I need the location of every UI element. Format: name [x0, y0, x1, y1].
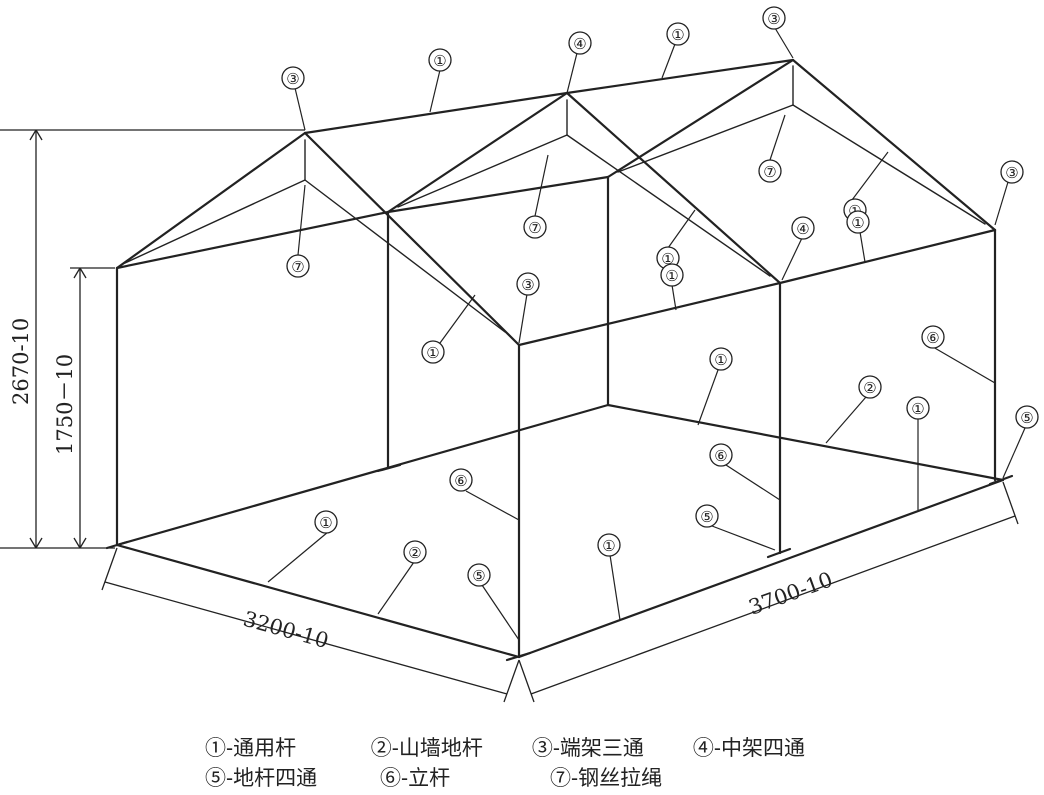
- callout-7-middle-wire: ⑦: [523, 215, 547, 239]
- wire-middle-right: [566, 134, 771, 277]
- ground-pole-front-left: [115, 543, 521, 659]
- callout-4-right-middle: ④: [791, 216, 815, 240]
- foot-right-middle: [766, 547, 792, 559]
- foot-front-center: [505, 651, 532, 662]
- callout-5-right-corner: ⑤: [1015, 405, 1039, 429]
- rafter-front-right: [303, 131, 521, 347]
- svg-text:③: ③: [521, 276, 534, 294]
- foot-right-corner: [988, 474, 1014, 486]
- callout-6-back-upright: ⑥: [921, 325, 945, 349]
- svg-text:①: ①: [911, 400, 924, 418]
- legend-item-end-frame-tee: ③-端架三通: [531, 736, 644, 760]
- svg-text:②: ②: [863, 379, 876, 397]
- foot-back-left: [376, 463, 402, 473]
- wire-middle-left: [397, 134, 568, 208]
- callout-1-right-ground: ①: [906, 396, 930, 420]
- svg-text:④: ④: [796, 220, 809, 238]
- eave-right-2: [778, 228, 997, 285]
- legend-item-common-pole: ①-通用杆: [205, 736, 297, 760]
- callout-3-front-apex: ③: [281, 66, 305, 90]
- callout-1-ridge-left: ①: [428, 48, 452, 72]
- wire-front-left: [124, 179, 306, 264]
- callout-7-front-wire: ⑦: [286, 254, 310, 278]
- legend-item-gable-ground-pole: ②-山墙地杆: [370, 736, 483, 760]
- svg-text:⑥: ⑥: [454, 472, 467, 490]
- ground-pole-back-left: [115, 403, 610, 547]
- callout-1-back-ground: ①: [709, 347, 733, 371]
- eave-front: [115, 210, 390, 270]
- wire-back-left: [617, 104, 794, 173]
- svg-text:②: ②: [408, 544, 421, 562]
- svg-text:①: ①: [851, 214, 864, 232]
- dim-total-height: 2670-10: [9, 318, 33, 405]
- dim-length: 3700-10: [746, 567, 836, 619]
- callout-leaders: [267, 27, 1026, 641]
- eave-back: [386, 175, 610, 214]
- eave-right-1: [517, 281, 782, 347]
- callout-5-right-middle: ⑤: [695, 504, 719, 528]
- callout-1-right-eave: ①: [846, 210, 870, 234]
- legend-item-steel-wire: ⑦-钢丝拉绳: [550, 766, 663, 790]
- ground-pole-back-right: [606, 403, 1005, 482]
- callout-1-front-ground: ①: [314, 510, 338, 534]
- svg-text:⑦: ⑦: [763, 163, 776, 181]
- svg-text:①: ①: [714, 351, 727, 369]
- dim-width: 3200-10: [241, 607, 332, 653]
- svg-text:④: ④: [573, 35, 586, 53]
- legend: ①-通用杆 ②-山墙地杆 ③-端架三通 ④-中架四通 ⑤-地杆四通 ⑥-立杆 ⑦…: [205, 733, 805, 793]
- callout-3-right-corner: ③: [1000, 160, 1024, 184]
- rafter-back-left: [606, 58, 795, 179]
- wire-back-right: [792, 104, 986, 225]
- callout-1-ridge-right: ①: [666, 22, 690, 46]
- callout-2-back-gable-ground: ②: [858, 375, 882, 399]
- svg-text:①: ①: [602, 537, 615, 555]
- foot-front-left: [105, 540, 129, 550]
- svg-text:⑥: ⑥: [926, 329, 939, 347]
- svg-text:③: ③: [767, 10, 780, 28]
- callout-1-front-rafter: ①: [421, 340, 445, 364]
- callout-6-right-middle-upright: ⑥: [709, 443, 733, 467]
- callout-1-front-eave: ①: [660, 263, 684, 287]
- ground-pole-front-right: [517, 478, 1005, 659]
- svg-text:⑤: ⑤: [1020, 409, 1033, 427]
- svg-text:③: ③: [1005, 164, 1018, 182]
- dimension-lines: [0, 129, 1019, 703]
- svg-text:⑦: ⑦: [291, 258, 304, 276]
- callout-6-front-upright: ⑥: [449, 468, 473, 492]
- ridge-1: [303, 91, 569, 135]
- callout-1-front-right-ground: ①: [597, 533, 621, 557]
- ridge-2: [565, 58, 795, 95]
- svg-text:⑦: ⑦: [528, 219, 541, 237]
- rafter-front-left: [115, 131, 307, 270]
- svg-text:①: ①: [671, 26, 684, 44]
- callout-7-back-wire: ⑦: [758, 159, 782, 183]
- legend-item-middle-frame-cross: ④-中架四通: [692, 736, 805, 760]
- svg-text:⑤: ⑤: [700, 508, 713, 526]
- svg-text:①: ①: [319, 514, 332, 532]
- svg-text:①: ①: [665, 267, 678, 285]
- tent-frame: [105, 58, 1014, 662]
- legend-row-1: ①-通用杆 ②-山墙地杆 ③-端架三通 ④-中架四通: [205, 733, 805, 763]
- svg-text:①: ①: [426, 344, 439, 362]
- legend-row-2: ⑤-地杆四通 ⑥-立杆 ⑦-钢丝拉绳: [205, 763, 805, 793]
- rafter-middle-right: [565, 91, 782, 285]
- svg-text:⑥: ⑥: [714, 447, 727, 465]
- legend-item-ground-cross: ⑤-地杆四通: [205, 766, 318, 790]
- callout-4-ridge-middle: ④: [568, 31, 592, 55]
- callout-2-front-gable-ground: ②: [403, 540, 427, 564]
- rafter-middle-left: [386, 91, 569, 214]
- wire-front-right: [304, 179, 506, 333]
- callout-5-front-corner: ⑤: [467, 563, 491, 587]
- svg-text:③: ③: [286, 70, 299, 88]
- rafter-back-right: [791, 58, 997, 232]
- dim-wall-height: 1750－10: [53, 354, 77, 455]
- svg-text:⑤: ⑤: [472, 567, 485, 585]
- svg-text:①: ①: [433, 52, 446, 70]
- callout-3-back-apex: ③: [762, 6, 786, 30]
- callout-3-front-corner: ③: [516, 272, 540, 296]
- legend-item-upright: ⑥-立杆: [380, 766, 451, 790]
